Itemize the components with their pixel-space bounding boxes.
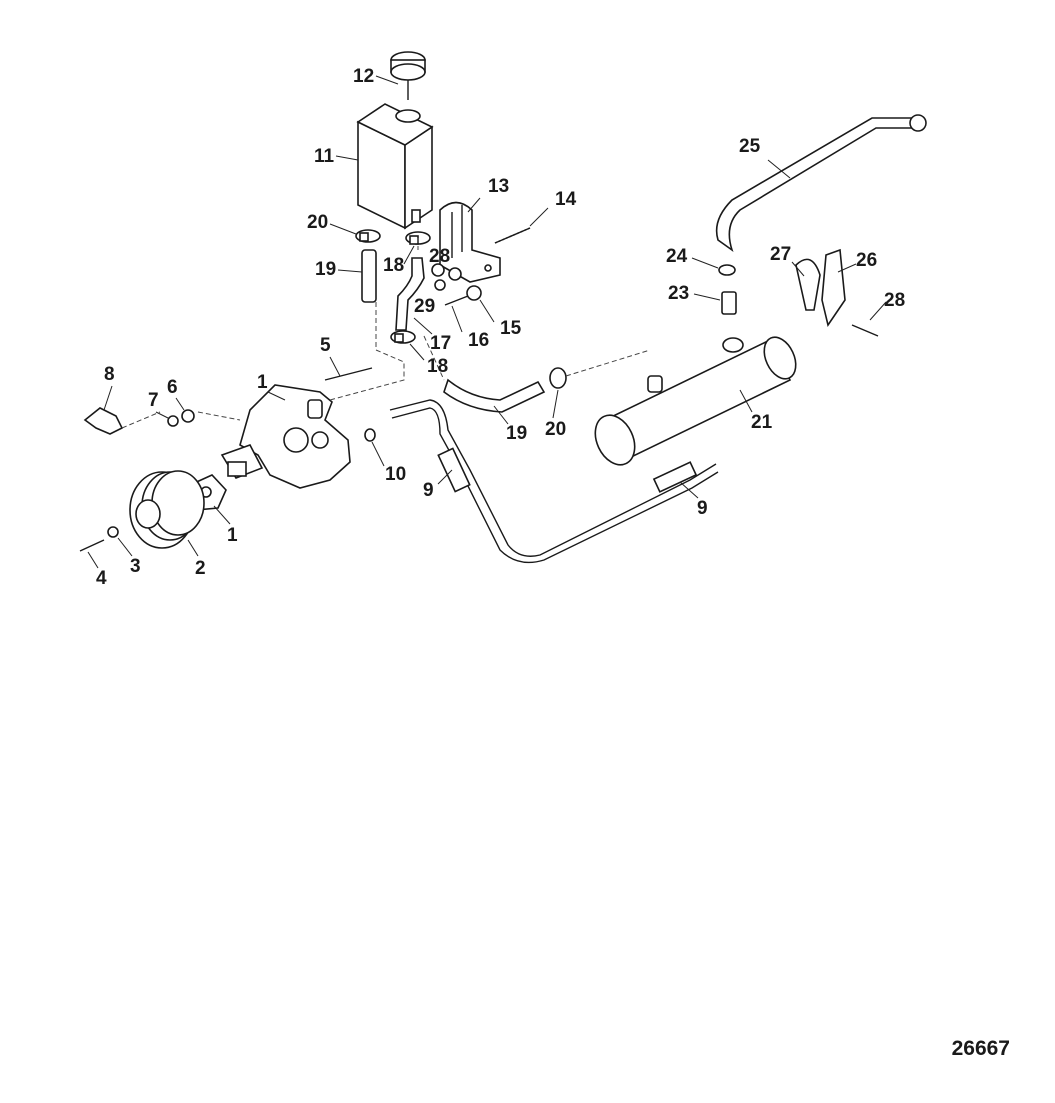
clip-8 — [83, 407, 124, 435]
callout-23: 24 — [666, 246, 688, 267]
callout-20-upper: 20 — [307, 212, 328, 233]
power-steering-pump — [220, 384, 351, 489]
reservoir-cap — [390, 51, 426, 100]
pressure-hose-9 — [389, 399, 719, 564]
callout-4: 4 — [96, 568, 107, 589]
callout-24: 25 — [739, 136, 761, 157]
callout-9-upper: 9 — [423, 480, 434, 501]
callout-19-upper: 19 — [315, 259, 336, 280]
callout-19-lower: 19 — [506, 423, 527, 444]
callout-17: 17 — [430, 333, 451, 354]
clamp-20-upper — [355, 229, 381, 243]
callout-2: 2 — [195, 558, 206, 579]
callout-12: 12 — [353, 66, 374, 87]
callout-26: 27 — [770, 244, 791, 265]
callout-18-upper: 18 — [383, 255, 404, 276]
hardware-28-29-15-16 — [431, 263, 482, 306]
stud-5 — [324, 367, 373, 381]
callout-27: 28 — [884, 290, 905, 311]
callout-6: 6 — [167, 377, 178, 398]
hose-17 — [395, 257, 425, 331]
callout-5: 5 — [320, 335, 331, 356]
callout-22: 23 — [668, 283, 689, 304]
callout-labels: 12 11 13 14 20 19 18 28 29 15 16 17 18 5… — [96, 66, 905, 589]
callout-21: 21 — [751, 412, 773, 433]
callout-3: 3 — [130, 556, 141, 577]
callout-1-pump: 1 — [257, 372, 268, 393]
callout-14: 14 — [555, 189, 577, 210]
clamp-20-lower — [549, 367, 567, 389]
hose-19-lower — [443, 378, 546, 413]
fitting-22 — [721, 291, 737, 315]
clamp-18-lower — [390, 330, 416, 344]
callout-18-lower: 18 — [427, 356, 448, 377]
callout-13: 13 — [488, 176, 509, 197]
callout-10: 10 — [385, 464, 406, 485]
callout-25: 26 — [856, 250, 877, 271]
pulley-2 — [129, 470, 205, 549]
reservoir-tank — [356, 103, 434, 230]
callout-1-flange: 1 — [227, 525, 238, 546]
callout-11: 11 — [314, 146, 335, 167]
hose-19-upper — [361, 249, 377, 303]
stud-bolt-14 — [494, 227, 531, 244]
callout-28: 28 — [429, 246, 450, 267]
nut-washer-6-7 — [167, 409, 195, 427]
fitting-23 — [718, 264, 736, 276]
callout-7: 7 — [148, 390, 159, 411]
o-ring-10 — [364, 428, 376, 442]
callout-9-lower: 9 — [697, 498, 708, 519]
clamps-25-26 — [795, 248, 846, 327]
callout-16: 16 — [468, 330, 489, 351]
oil-cooler-21 — [594, 336, 797, 466]
tube-24 — [715, 114, 927, 253]
bolt-4 — [79, 539, 105, 552]
callout-15: 15 — [500, 318, 522, 339]
callout-29: 29 — [414, 296, 435, 317]
assembly-lines — [121, 238, 651, 429]
callout-8: 8 — [104, 364, 115, 385]
figure-number: 26667 — [951, 1037, 1010, 1060]
callout-20-lower: 20 — [545, 419, 566, 440]
mounting-bracket — [439, 201, 501, 283]
washer-3 — [107, 526, 119, 538]
bolt-27 — [851, 324, 879, 337]
leader-lines — [87, 75, 887, 569]
